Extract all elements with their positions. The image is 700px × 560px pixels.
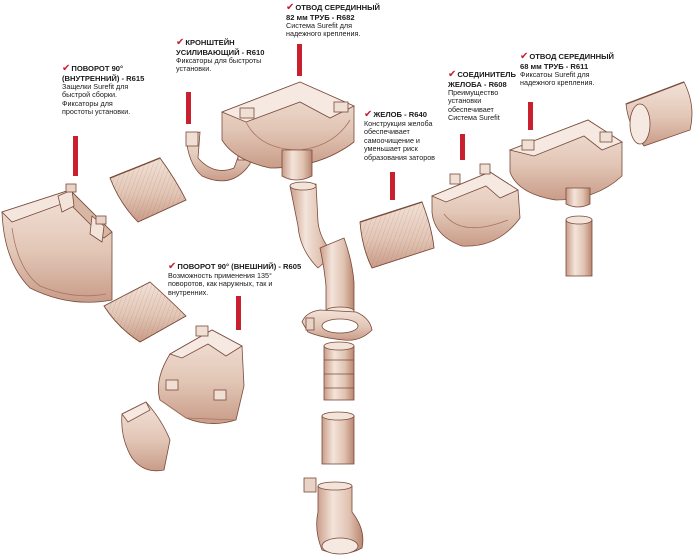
indicator-bar-r640 — [390, 172, 395, 200]
callout-r608: ✔СОЕДИНИТЕЛЬ ЖЕЛОБА - R608 Преимущество … — [448, 70, 516, 123]
indicator-bar-r605 — [236, 296, 241, 330]
callout-r640: ✔ЖЕЛОБ - R640 Конструкция желоба обеспеч… — [364, 110, 435, 163]
callout-desc-line: Системa Surefit для — [286, 20, 352, 30]
callout-r615: ✔ПОВОРОТ 90° (ВНУТРЕННИЙ) - R615 Защелки… — [62, 64, 144, 117]
indicator-bar-r682 — [297, 44, 302, 76]
callout-desc-line: установки — [448, 96, 482, 106]
callout-desc-line: Фиксатоы Surefit для — [520, 69, 590, 79]
external-corner-r605 — [157, 325, 245, 424]
callout-desc-line: самоочищение и — [364, 135, 420, 145]
callout-title: КРОНШТЕЙН — [185, 38, 235, 47]
callout-title-line: ЖЕЛОБА - R608 — [448, 79, 507, 89]
callout-title: ОТВОД СЕРЕДИННЫЙ — [529, 52, 614, 61]
callout-desc-line: образования заторов — [364, 152, 436, 162]
internal-corner-r615 — [1, 183, 113, 303]
callout-title: СОЕДИНИТЕЛЬ — [457, 70, 516, 79]
callout-desc-line: Фиксаторы для быстроты — [176, 55, 262, 65]
callout-r605: ✔ПОВОРОТ 90° (ВНЕШНИЙ) - R605 Возможност… — [168, 262, 301, 297]
check-icon: ✔ — [520, 51, 529, 62]
callout-desc-line: Возможность применения 135° — [168, 270, 272, 280]
running-outlet-r611 — [508, 119, 623, 208]
callout-desc-line: Конструкция желоба — [364, 118, 433, 128]
callout-title-line: УСИЛИВАЮЩИЙ - R610 — [176, 47, 265, 57]
check-icon: ✔ — [62, 63, 71, 74]
callout-title: ЖЕЛОБ - R640 — [373, 110, 427, 119]
callout-title-line: (ВНУТРЕННИЙ) - R615 — [62, 73, 145, 83]
check-icon: ✔ — [364, 109, 373, 120]
callout-r610: ✔КРОНШТЕЙН УСИЛИВАЮЩИЙ - R610 Фиксаторы … — [176, 38, 264, 74]
indicator-bar-r615 — [73, 136, 78, 176]
callout-desc-line: поворотов, как наружных, так и — [168, 279, 273, 289]
downpipe-chain — [289, 181, 373, 555]
callout-desc-line: установки. — [176, 64, 212, 74]
union-r608 — [430, 163, 521, 247]
indicator-bar-r610 — [186, 92, 191, 124]
callout-desc-line: Преимущество — [448, 87, 499, 97]
callout-desc-line: Защелки Surefit для — [62, 81, 129, 91]
check-icon: ✔ — [448, 69, 457, 80]
check-icon: ✔ — [168, 261, 177, 272]
callout-r611: ✔ОТВОД СЕРЕДИННЫЙ 68 мм ТРУБ - R611 Фикс… — [520, 52, 614, 88]
stop-end-right — [625, 81, 693, 147]
gutter-end-piece — [121, 401, 171, 472]
callout-desc-line: быстрой сборки. — [62, 90, 118, 100]
callout-desc-line: простоты установки. — [62, 107, 131, 117]
callout-title-line: 82 мм ТРУБ - R682 — [286, 12, 355, 22]
gutter-r640 — [359, 201, 435, 269]
gutter-section-upper-left — [109, 157, 187, 223]
running-outlet-r682 — [220, 81, 355, 181]
check-icon: ✔ — [286, 2, 295, 13]
callout-r682: ✔ОТВОД СЕРЕДИННЫЙ 82 мм ТРУБ - R682 Сист… — [286, 3, 380, 39]
callout-desc-line: надежного крепления. — [520, 78, 595, 88]
check-icon: ✔ — [176, 37, 185, 48]
callout-desc-line: обеспечивает — [448, 104, 494, 114]
callout-desc-line: Системa Surefit — [448, 113, 500, 123]
callout-desc-line: внутренних. — [168, 287, 209, 297]
gutter-section-lower-left — [103, 281, 187, 343]
indicator-bar-r608 — [460, 134, 465, 160]
callout-title-line: 68 мм ТРУБ - R611 — [520, 61, 589, 71]
callout-desc-line: уменьшает риск — [364, 144, 418, 154]
callout-title: ПОВОРОТ 90° (ВНЕШНИЙ) - R605 — [177, 262, 302, 271]
downpipe-right — [565, 215, 593, 277]
callout-title: ПОВОРОТ 90° — [71, 64, 124, 73]
callout-desc-line: обеспечивает — [364, 127, 410, 137]
indicator-bars — [73, 44, 533, 330]
callout-title: ОТВОД СЕРЕДИННЫЙ — [295, 3, 380, 12]
indicator-bar-r611 — [528, 102, 533, 130]
callout-desc-line: надежного крепления. — [286, 29, 361, 39]
callout-desc-line: Фиксаторы для — [62, 98, 113, 108]
